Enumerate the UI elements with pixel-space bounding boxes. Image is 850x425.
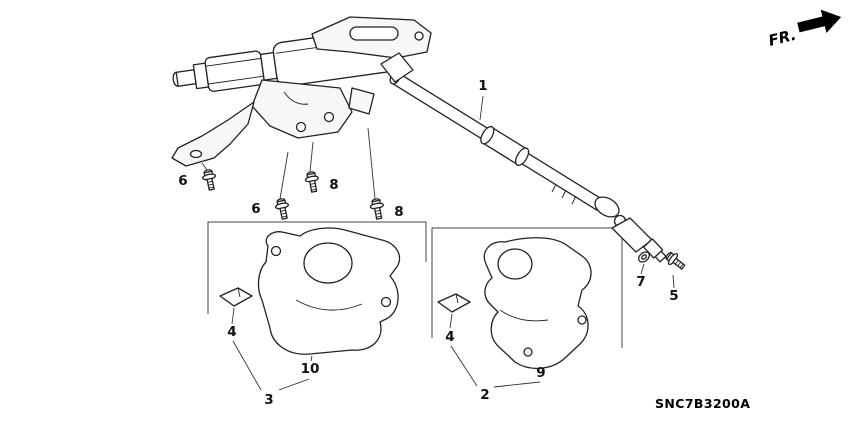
column-cover-upper xyxy=(483,237,592,369)
bracket-foot xyxy=(171,101,255,167)
fr-label: FR. xyxy=(767,26,798,50)
flange-bolt-8a-icon xyxy=(304,171,319,193)
intermediate-steering-shaft xyxy=(380,52,667,263)
callout-3: 3 xyxy=(264,392,273,408)
pinch-bolt-5-icon xyxy=(665,251,686,270)
callout-4a: 4 xyxy=(227,324,236,340)
callout-6a: 6 xyxy=(178,173,187,189)
upper-yoke xyxy=(380,52,414,83)
inset-box-right xyxy=(431,227,623,348)
steering-column-assembly xyxy=(171,16,432,167)
leader-lines xyxy=(201,95,675,391)
callout-8b: 8 xyxy=(394,204,403,220)
flange-bolt-6b-icon xyxy=(275,198,290,220)
callout-labels: 1 6 6 8 8 7 5 4 10 3 4 9 2 xyxy=(178,78,678,408)
callout-1: 1 xyxy=(478,78,487,94)
flange-bolt-6a-icon xyxy=(202,169,217,191)
universal-joint xyxy=(594,196,667,263)
fr-arrow-icon xyxy=(797,9,842,33)
clip-right xyxy=(437,293,471,313)
diagram-part-code: SNC7B3200A xyxy=(655,396,750,411)
callout-6b: 6 xyxy=(251,201,260,217)
callout-8a: 8 xyxy=(329,177,338,193)
callout-4b: 4 xyxy=(445,329,454,345)
callout-10: 10 xyxy=(301,361,320,377)
inset-box-left xyxy=(207,221,427,314)
washer-7-icon xyxy=(638,251,650,263)
callout-7: 7 xyxy=(636,274,645,290)
column-cover-lower xyxy=(257,227,401,355)
callout-5: 5 xyxy=(669,288,678,304)
flange-bolt-8b-icon xyxy=(369,198,384,220)
fr-direction-indicator: FR. xyxy=(767,9,842,50)
callout-9: 9 xyxy=(536,365,545,381)
lower-mount-bracket xyxy=(251,79,353,139)
callout-2: 2 xyxy=(480,387,489,403)
clip-left xyxy=(219,287,253,307)
